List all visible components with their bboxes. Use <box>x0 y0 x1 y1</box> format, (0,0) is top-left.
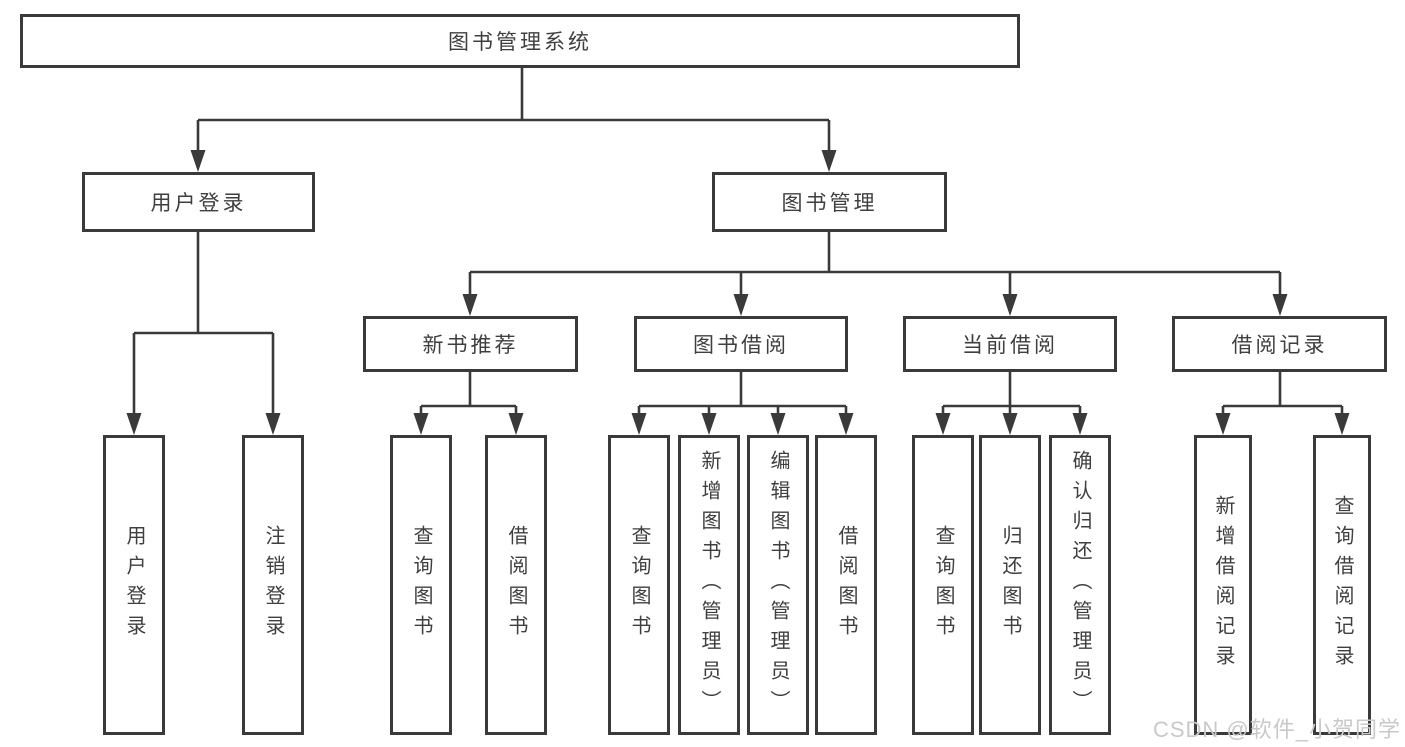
leaf-confirm-return-admin-label: 确认归还（管理员） <box>1069 450 1091 720</box>
node-user-login: 用户登录 <box>82 172 315 232</box>
leaf-query-borrow-record-label: 查询借阅记录 <box>1331 495 1353 675</box>
leaf-query-books-3: 查询图书 <box>912 435 974 735</box>
leaf-query-borrow-record: 查询借阅记录 <box>1313 435 1371 735</box>
csdn-watermark: CSDN @软件_小贺同学 <box>1152 717 1401 742</box>
leaf-edit-books-admin: 编辑图书（管理员） <box>747 435 809 735</box>
connector-segments <box>132 68 1344 418</box>
leaf-logout: 注销登录 <box>242 435 304 735</box>
leaf-borrow-books-2-label: 借阅图书 <box>835 525 857 645</box>
leaf-confirm-return-admin: 确认归还（管理员） <box>1049 435 1111 735</box>
leaf-add-books-admin-label: 新增图书（管理员） <box>698 450 720 720</box>
leaf-user-login-label: 用户登录 <box>123 525 145 645</box>
node-new-book-recommend: 新书推荐 <box>363 316 578 372</box>
leaf-query-books-2: 查询图书 <box>608 435 670 735</box>
leaf-return-books: 归还图书 <box>979 435 1041 735</box>
leaf-query-books-1-label: 查询图书 <box>410 525 432 645</box>
leaf-borrow-books-1-label: 借阅图书 <box>505 525 527 645</box>
leaf-user-login: 用户登录 <box>103 435 165 735</box>
node-book-management-label: 图书管理 <box>781 192 878 215</box>
node-borrow-records-label: 借阅记录 <box>1231 334 1328 357</box>
leaf-return-books-label: 归还图书 <box>999 525 1021 645</box>
node-user-login-label: 用户登录 <box>150 192 247 215</box>
leaf-borrow-books-2: 借阅图书 <box>815 435 877 735</box>
leaf-query-books-3-label: 查询图书 <box>932 525 954 645</box>
node-root: 图书管理系统 <box>20 14 1020 68</box>
leaf-query-books-2-label: 查询图书 <box>628 525 650 645</box>
node-book-management: 图书管理 <box>712 172 947 232</box>
node-current-borrow-label: 当前借阅 <box>962 334 1058 357</box>
node-root-label: 图书管理系统 <box>448 31 592 54</box>
node-current-borrow: 当前借阅 <box>903 316 1117 372</box>
leaf-add-books-admin: 新增图书（管理员） <box>678 435 740 735</box>
leaf-add-borrow-record: 新增借阅记录 <box>1194 435 1252 735</box>
leaf-query-books-1: 查询图书 <box>390 435 452 735</box>
node-book-borrow-label: 图书借阅 <box>693 334 789 357</box>
leaf-borrow-books-1: 借阅图书 <box>485 435 547 735</box>
node-new-book-recommend-label: 新书推荐 <box>422 334 519 357</box>
node-book-borrow: 图书借阅 <box>634 316 848 372</box>
leaf-logout-label: 注销登录 <box>262 525 284 645</box>
leaf-add-borrow-record-label: 新增借阅记录 <box>1212 495 1234 675</box>
node-borrow-records: 借阅记录 <box>1172 316 1387 372</box>
leaf-edit-books-admin-label: 编辑图书（管理员） <box>767 450 789 720</box>
